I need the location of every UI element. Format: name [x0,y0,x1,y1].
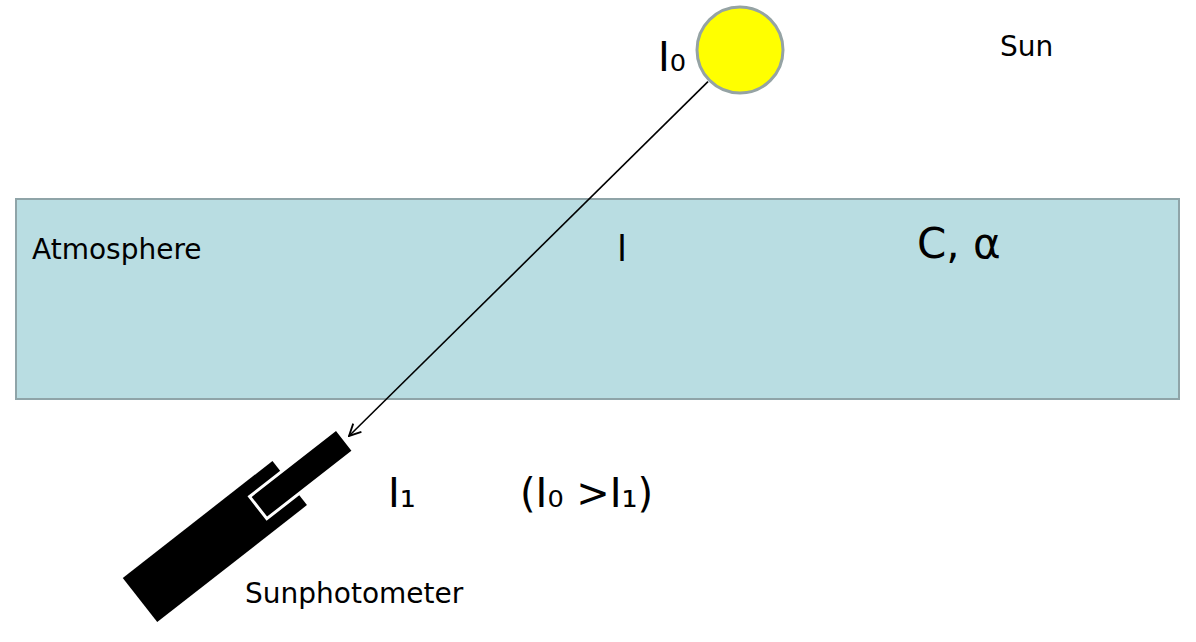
atmosphere-band: Atmosphere l C, α [15,198,1180,400]
intensity-label: I₀ [658,34,686,80]
instrument-label: Sunphotometer [245,578,463,610]
instrument-tube [250,429,354,519]
band-label: Atmosphere [32,234,202,266]
intensity-label: I₁ [388,470,416,516]
sunphotometer-node: Sunphotometer [110,436,550,636]
sun-disc [695,5,785,95]
intensity-relation: (I₀ >I₁) [520,470,653,516]
path-length-symbol: l [617,228,627,269]
light-ray [349,82,708,436]
sun-disc-shape [697,7,783,93]
sun-circle: Sun [695,5,785,95]
sun-label: Sun [1000,31,1053,63]
band-parameters: C, α [917,220,1001,268]
